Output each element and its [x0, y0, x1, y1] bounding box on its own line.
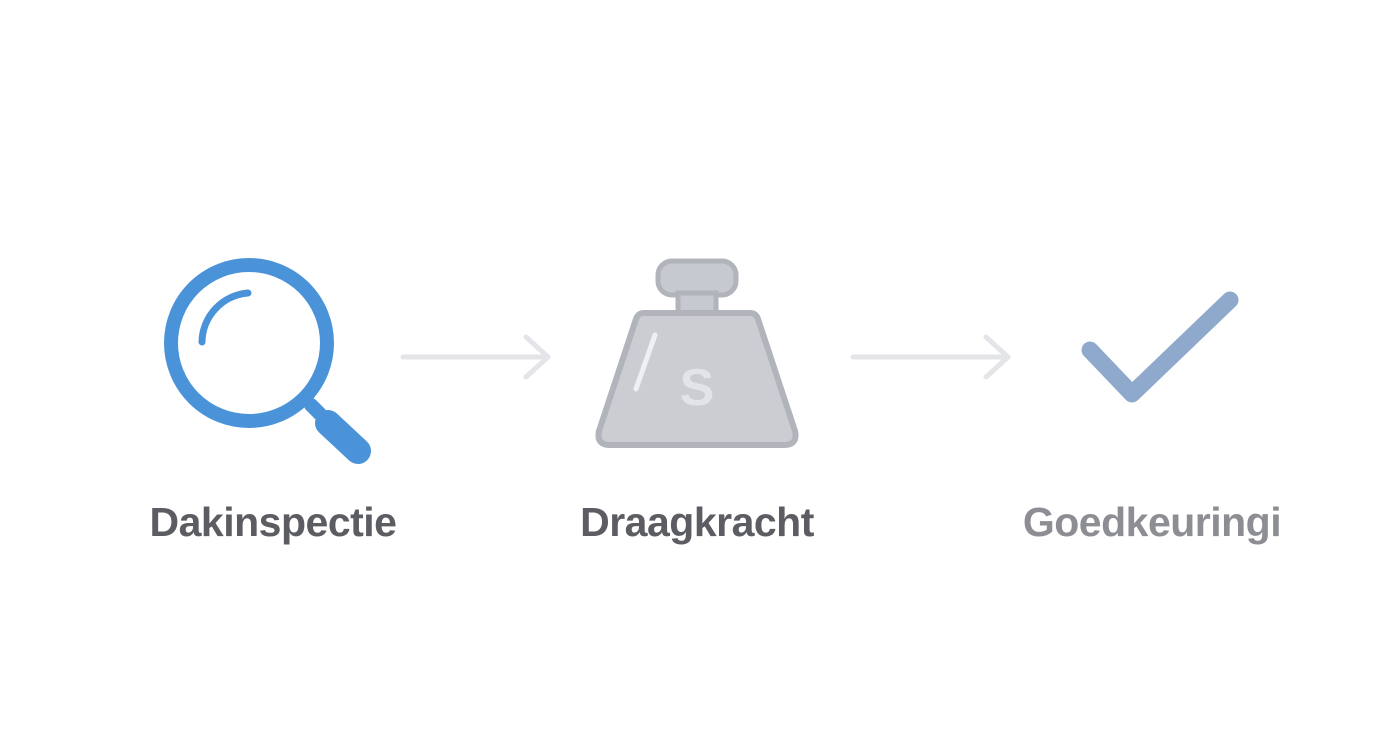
arrow-right-icon [850, 334, 1011, 380]
step-label-goedkeuring: Goedkeuringi [1022, 499, 1282, 545]
arrow-right-icon [400, 334, 551, 380]
magnifying-glass-icon [164, 258, 371, 464]
step-label-dakinspectie: Dakinspectie [149, 499, 397, 545]
checkmark-icon [1081, 291, 1239, 403]
weight-icon: S [595, 258, 799, 448]
step-label-draagkracht: Draagkracht [580, 499, 814, 545]
weight-symbol: S [680, 359, 715, 417]
